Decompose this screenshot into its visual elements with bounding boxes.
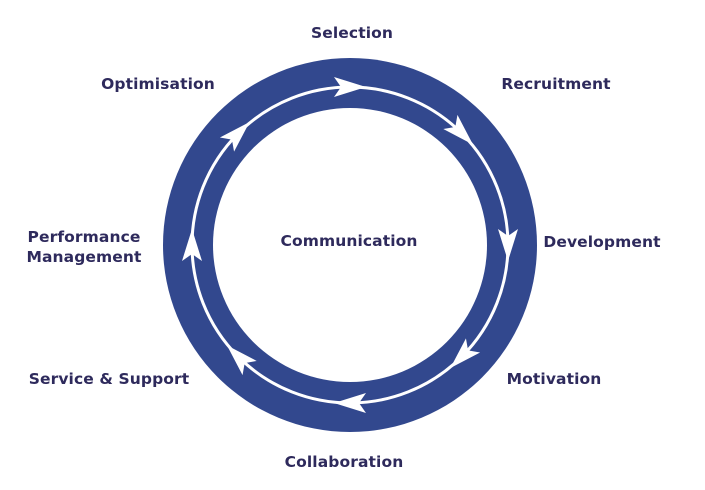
arrowhead-bottom-right [450,338,481,369]
stage-label-collaboration: Collaboration [284,453,404,471]
arrowhead-right [498,229,518,261]
arrowheads [182,77,518,413]
stage-label-optimisation: Optimisation [101,75,215,93]
stage-label-motivation: Motivation [506,370,602,388]
stage-label-performance-management: Performance Management [26,228,142,266]
stage-label-recruitment: Recruitment [501,75,611,93]
arrowhead-top [334,77,366,97]
stage-label-development: Development [543,233,661,251]
stage-label-selection: Selection [311,24,393,42]
stage-label-service-and-support: Service & Support [28,370,190,388]
arrowhead-left [182,229,202,261]
arrowhead-bottom [334,393,366,413]
arrowhead-bottom-left [226,345,257,376]
arrowhead-top-right [443,114,474,145]
center-label-communication: Communication [280,232,418,250]
arrowhead-top-left [219,121,250,152]
